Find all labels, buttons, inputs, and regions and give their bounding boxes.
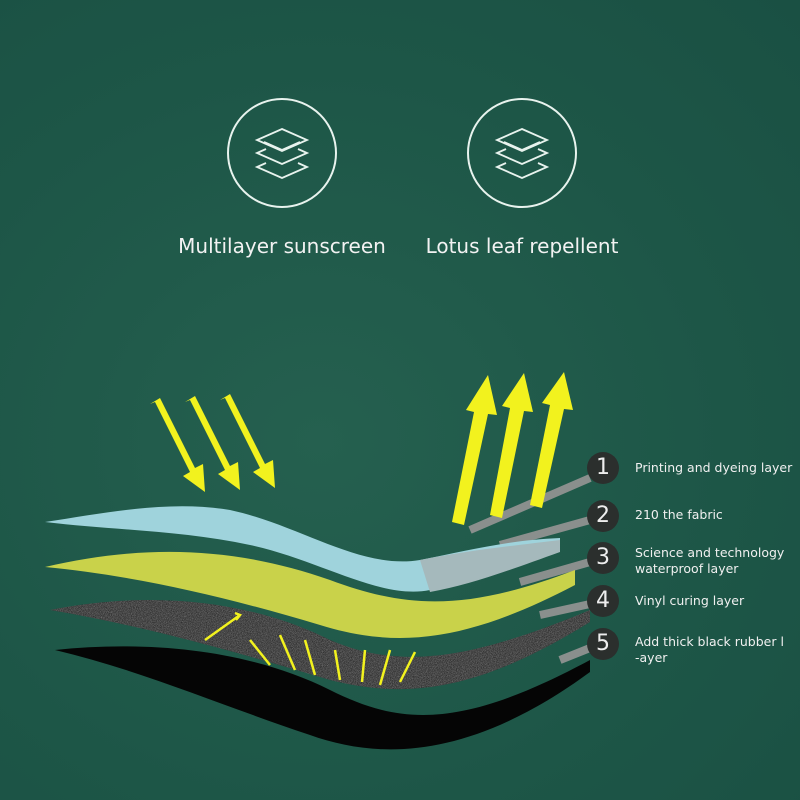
- feature-lotus-leaf-repellent: Lotus leaf repellent: [402, 98, 642, 258]
- layer-number-4: 4: [587, 585, 619, 617]
- leader-lines: [468, 474, 592, 664]
- repel-arrows: [452, 372, 573, 525]
- waterproof-layer: [45, 551, 575, 638]
- layer-label-5: Add thick black rubber l-ayer: [635, 634, 784, 665]
- feature-label: Lotus leaf repellent: [425, 234, 619, 258]
- layers-icon: [467, 98, 577, 208]
- layer-label-1: Printing and dyeing layer: [635, 460, 793, 475]
- inner-arrows: [204, 611, 417, 686]
- sunlight-arrows: [150, 394, 275, 492]
- layer-number-1: 1: [587, 452, 619, 484]
- feature-multilayer-sunscreen: Multilayer sunscreen: [162, 98, 402, 258]
- layer-label-4: Vinyl curing layer: [635, 593, 745, 608]
- layer-number-3: 3: [587, 542, 619, 574]
- layer-label-2: 210 the fabric: [635, 507, 723, 522]
- layer-number-5: 5: [587, 628, 619, 660]
- feature-label: Multilayer sunscreen: [178, 234, 386, 258]
- black-rubber-layer: [55, 646, 590, 750]
- layers-icon: [227, 98, 337, 208]
- layer-label-3: Science and technology waterproof layer: [635, 545, 785, 576]
- layer-number-2: 2: [587, 500, 619, 532]
